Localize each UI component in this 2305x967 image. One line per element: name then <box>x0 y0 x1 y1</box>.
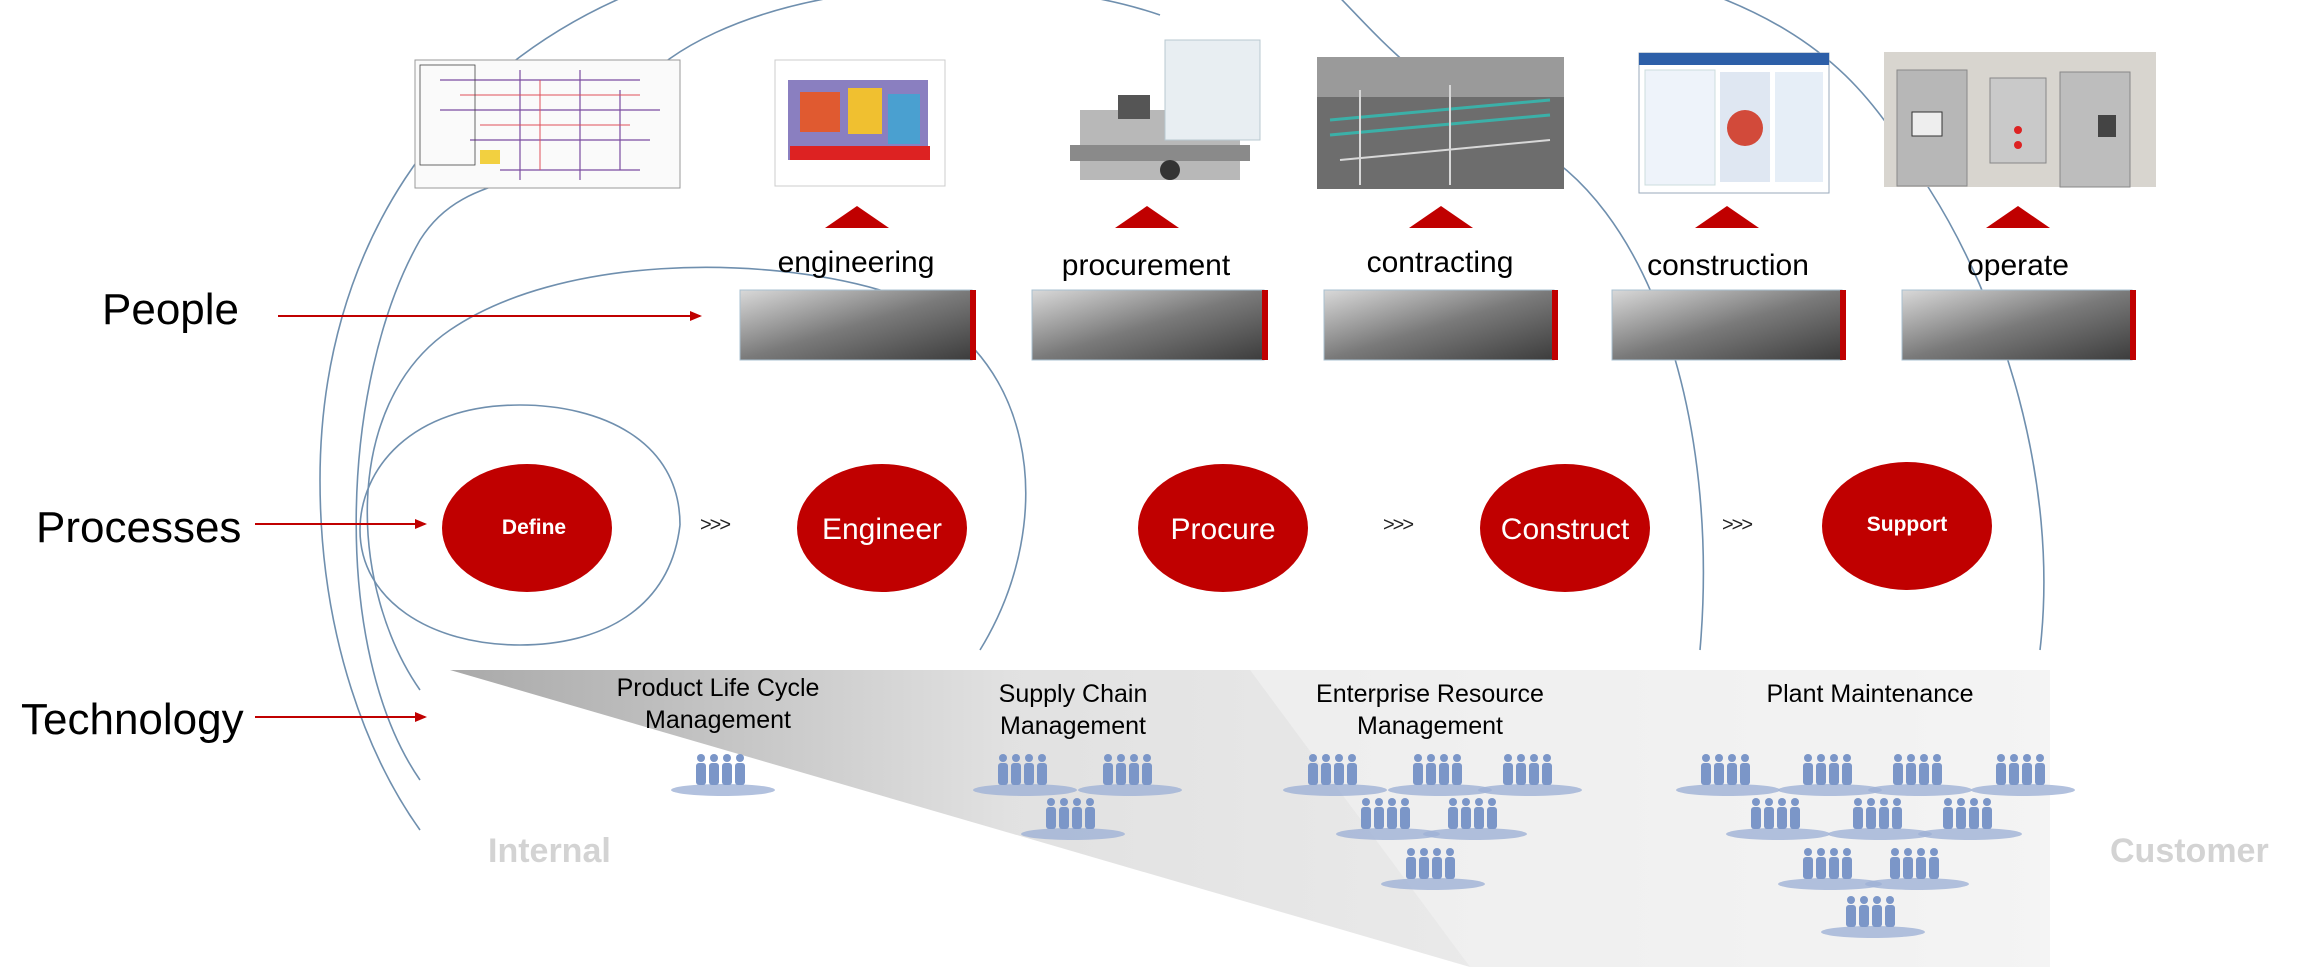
separator-3: >>> <box>1722 514 1753 536</box>
engineering-photo <box>739 289 976 361</box>
engineer-ellipse <box>797 464 967 592</box>
stage-markers <box>825 206 2050 228</box>
triangle-marker-engineering <box>825 206 889 228</box>
process-label-procure: Procure <box>1170 513 1276 546</box>
tech-label-scm: Supply Chain Management <box>998 680 1148 740</box>
support-ellipse <box>1822 462 1992 590</box>
processes-row-label: Processes <box>36 503 242 552</box>
desk-workstation-image <box>1070 39 1261 180</box>
triangle-marker-operate <box>1986 206 2050 228</box>
people-photos <box>739 289 2136 361</box>
internal-label: Internal <box>488 832 611 870</box>
control-cabinets-image <box>1884 52 2156 188</box>
tech-label-erm: Enterprise Resource Management <box>1316 680 1544 740</box>
stage-label-contracting: contracting <box>1366 246 1514 279</box>
curve-define <box>359 404 681 646</box>
construction-photo <box>1611 289 1846 361</box>
technology-row-label: Technology <box>21 695 244 744</box>
stage-label-procurement: procurement <box>1061 249 1231 282</box>
process-label-define: Define <box>501 516 567 539</box>
triangle-marker-contracting <box>1409 206 1473 228</box>
triangle-marker-construction <box>1695 206 1759 228</box>
procurement-photo <box>1031 289 1268 361</box>
process-ellipses <box>442 462 1992 592</box>
stage-label-construction: construction <box>1647 249 1809 282</box>
row-arrows <box>255 311 702 722</box>
people-group-icon <box>671 754 775 796</box>
curve-construct <box>1341 0 1705 651</box>
curve-engineer <box>366 266 1027 691</box>
process-label-engineer: Engineer <box>821 513 943 546</box>
process-label-support: Support <box>1866 513 1948 536</box>
triangle-marker-procurement <box>1115 206 1179 228</box>
schematic-diagram-image <box>414 59 681 189</box>
curve-support <box>1723 0 2045 651</box>
stage-label-engineering: engineering <box>777 246 935 279</box>
separator-2: >>> <box>1383 514 1414 536</box>
customer-label: Customer <box>2110 832 2269 870</box>
operate-photo <box>1901 289 2136 361</box>
define-ellipse <box>442 464 612 592</box>
tech-label-plm: Product Life Cycle Management <box>616 674 820 734</box>
process-label-construct: Construct <box>1500 513 1630 546</box>
technology-band <box>1250 670 2050 967</box>
people-row-label: People <box>102 285 240 334</box>
contracting-photo <box>1323 289 1558 361</box>
pipe-rack-rendering-image <box>1317 57 1564 189</box>
software-screenshot-image <box>1638 52 1830 194</box>
tech-label-plant-maintenance: Plant Maintenance <box>1766 680 1974 708</box>
separator-1: >>> <box>700 514 731 536</box>
stage-label-operate: operate <box>1967 249 2069 282</box>
images-row <box>414 39 2156 194</box>
construct-ellipse <box>1480 464 1650 592</box>
procure-ellipse <box>1138 464 1308 592</box>
plant-module-image <box>774 59 946 187</box>
